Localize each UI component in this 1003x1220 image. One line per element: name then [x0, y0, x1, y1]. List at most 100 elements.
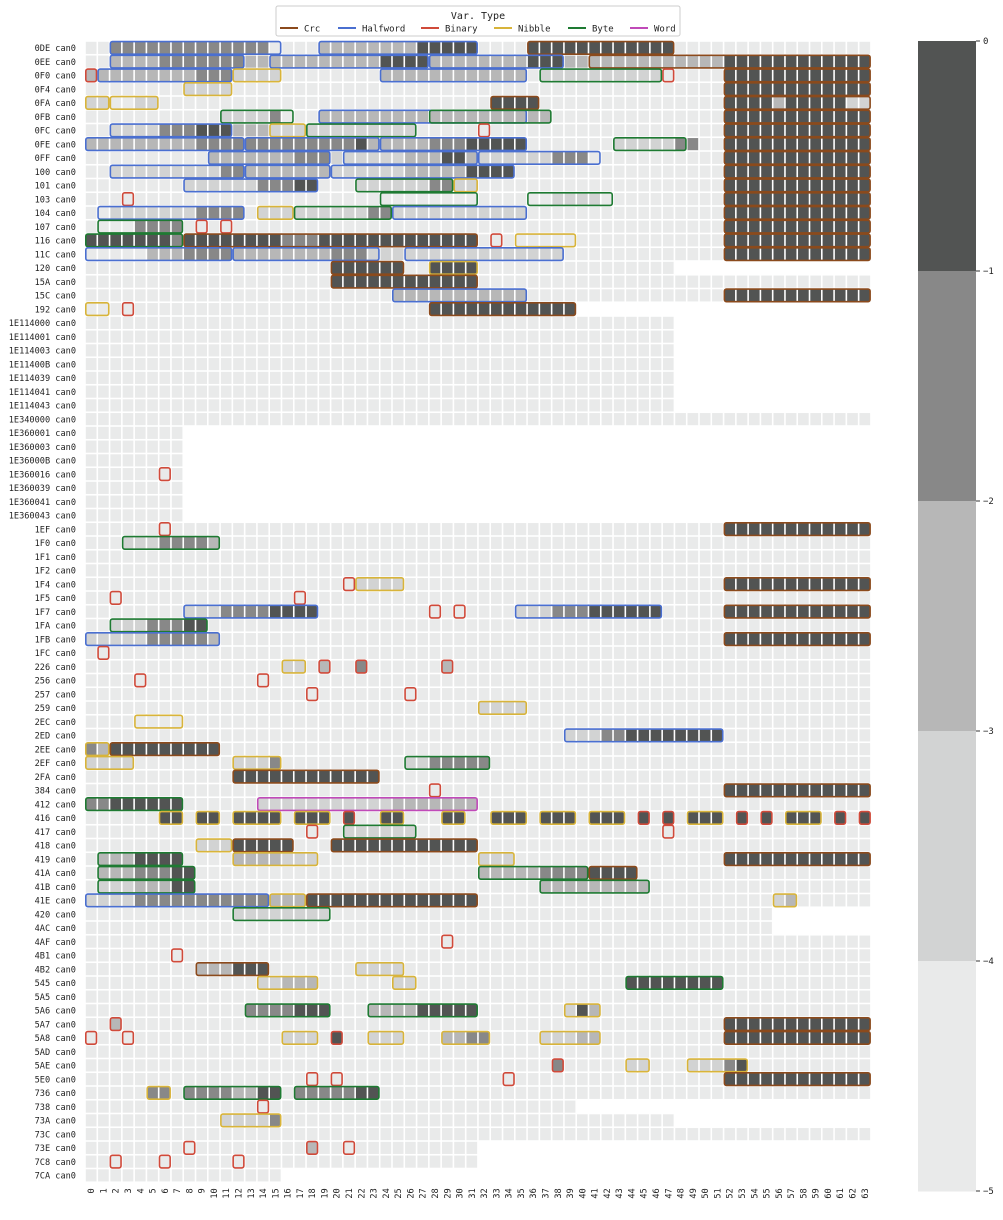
heatmap-cell	[282, 976, 293, 989]
heatmap-cell	[306, 811, 318, 824]
heatmap-cell	[761, 96, 772, 109]
heatmap-cell	[417, 303, 429, 316]
heatmap-cell	[589, 756, 600, 769]
heatmap-cell	[724, 1059, 736, 1072]
heatmap-cell	[306, 1045, 318, 1058]
heatmap-cell	[822, 894, 834, 907]
heatmap-cell	[748, 1059, 760, 1072]
annotation-box-crc	[723, 577, 871, 592]
heatmap-cell	[773, 206, 785, 219]
heatmap-cell	[331, 811, 343, 824]
heatmap-cell	[761, 578, 772, 591]
heatmap-cell	[650, 564, 662, 577]
heatmap-cell	[392, 55, 404, 68]
heatmap-cell	[343, 330, 355, 343]
heatmap-cell	[245, 165, 257, 178]
heatmap-cell	[748, 536, 760, 549]
heatmap-cell	[626, 811, 637, 824]
heatmap-cell	[552, 55, 564, 68]
heatmap-cell	[687, 151, 699, 164]
heatmap-cell	[650, 330, 662, 343]
colorbar-tick-label: −2	[983, 497, 994, 507]
heatmap-cell	[834, 963, 846, 976]
colorbar-band	[918, 961, 976, 1192]
heatmap-cell	[196, 1100, 207, 1113]
heatmap-cell	[748, 894, 760, 907]
heatmap-cell	[306, 688, 318, 701]
heatmap-cell	[712, 990, 723, 1003]
heatmap-cell	[761, 770, 772, 783]
heatmap-cell	[392, 688, 404, 701]
heatmap-cell	[441, 963, 453, 976]
heatmap-cell	[564, 234, 576, 247]
heatmap-cell	[134, 756, 146, 769]
heatmap-cell	[171, 1128, 183, 1141]
x-tick-label: 25	[394, 1188, 404, 1198]
heatmap-cell	[503, 275, 514, 288]
heatmap-cell	[110, 110, 122, 123]
heatmap-cell	[392, 1059, 404, 1072]
heatmap-cell	[699, 688, 711, 701]
heatmap-cell	[441, 1100, 453, 1113]
heatmap-cell	[503, 921, 514, 934]
heatmap-cell	[233, 715, 244, 728]
heatmap-cell	[270, 784, 281, 797]
heatmap-cell	[527, 303, 539, 316]
x-tick-label: 63	[861, 1188, 871, 1198]
heatmap-cell	[478, 206, 490, 219]
heatmap-cell	[712, 770, 723, 783]
heatmap-cell	[110, 523, 122, 536]
heatmap-cell	[233, 591, 244, 604]
heatmap-cell	[134, 509, 146, 522]
heatmap-cell	[405, 206, 416, 219]
heatmap-cell	[834, 536, 846, 549]
heatmap-cell	[405, 921, 416, 934]
heatmap-cell	[429, 248, 441, 261]
heatmap-cell	[552, 633, 564, 646]
heatmap-cell	[736, 619, 748, 632]
heatmap-cell	[712, 69, 723, 82]
heatmap-cell	[343, 564, 355, 577]
heatmap-cell	[613, 1031, 625, 1044]
heatmap-cell	[577, 605, 588, 618]
heatmap-cell	[601, 674, 613, 687]
colorbar-band	[918, 41, 976, 272]
heatmap-cell	[466, 853, 478, 866]
heatmap-cell	[134, 1045, 146, 1058]
heatmap-cell	[810, 1073, 821, 1086]
heatmap-cell	[147, 358, 158, 371]
heatmap-cell	[159, 96, 171, 109]
heatmap-cell	[601, 1045, 613, 1058]
heatmap-cell	[270, 564, 281, 577]
heatmap-cell	[85, 206, 97, 219]
heatmap-cell	[282, 413, 293, 426]
heatmap-cell	[159, 550, 171, 563]
heatmap-cell	[355, 976, 367, 989]
heatmap-cell	[220, 1086, 232, 1099]
heatmap-cell	[417, 55, 429, 68]
heatmap-cell	[294, 921, 306, 934]
heatmap-cell	[368, 1114, 379, 1127]
heatmap-cell	[233, 1073, 244, 1086]
heatmap-cell	[650, 880, 662, 893]
heatmap-cell	[638, 990, 650, 1003]
heatmap-cell	[822, 743, 834, 756]
heatmap-cell	[859, 165, 871, 178]
heatmap-cell	[380, 921, 392, 934]
x-tick-label: 15	[271, 1188, 281, 1198]
y-tick-label: 103 can0	[35, 195, 76, 205]
heatmap-cell	[687, 193, 699, 206]
heatmap-cell	[122, 440, 134, 453]
heatmap-cell	[859, 151, 871, 164]
heatmap-cell	[184, 220, 195, 233]
heatmap-cell	[134, 289, 146, 302]
heatmap-cell	[785, 83, 797, 96]
heatmap-cell	[85, 825, 97, 838]
heatmap-cell	[220, 591, 232, 604]
heatmap-cell	[245, 921, 257, 934]
heatmap-cell	[650, 811, 662, 824]
heatmap-cell	[540, 701, 551, 714]
heatmap-cell	[491, 839, 502, 852]
heatmap-cell	[417, 1100, 429, 1113]
heatmap-cell	[110, 756, 122, 769]
